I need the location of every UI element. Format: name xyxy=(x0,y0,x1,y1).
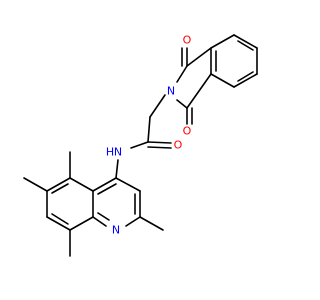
bond xyxy=(149,94,166,118)
bond xyxy=(237,71,254,82)
acetamide-linker xyxy=(115,94,172,179)
methyl-groups xyxy=(23,151,164,257)
bond xyxy=(51,183,69,194)
bond xyxy=(176,99,188,109)
bond xyxy=(186,73,212,109)
bond xyxy=(46,177,71,192)
bond xyxy=(147,116,151,143)
bond xyxy=(233,34,258,49)
nitrogen-atom-quinoline: N xyxy=(112,224,120,237)
bond xyxy=(139,216,164,231)
bond xyxy=(147,141,172,144)
bond xyxy=(92,216,107,227)
bond xyxy=(46,216,71,231)
quinoline-pyridine-ring xyxy=(92,177,141,227)
imide-carbonyls xyxy=(181,47,193,125)
bond xyxy=(69,177,94,192)
bond xyxy=(130,141,149,149)
bond xyxy=(147,146,172,149)
bond xyxy=(97,212,110,221)
bond xyxy=(176,65,188,83)
phthalimide-benzene-ring xyxy=(210,34,258,88)
bond xyxy=(92,177,117,192)
bond xyxy=(237,40,254,51)
bond xyxy=(97,183,117,195)
bond xyxy=(51,213,69,225)
oxygen-atom-top: O xyxy=(183,34,192,47)
hydrogen-atom-amide: H xyxy=(106,146,114,159)
imide-ring xyxy=(176,47,212,109)
nitrogen-atom-imide: N xyxy=(167,85,175,98)
bond xyxy=(115,177,141,192)
bond xyxy=(233,73,258,88)
oxygen-atom-bottom: O xyxy=(183,125,192,138)
quinoline-benzene-ring xyxy=(46,177,94,231)
bond xyxy=(210,34,235,49)
oxygen-atom-amide: O xyxy=(174,139,183,152)
bond xyxy=(210,73,235,88)
nitrogen-atom-amide: N xyxy=(114,146,122,159)
bond xyxy=(115,159,119,179)
molecule-structure-diagram: O O N O N H N xyxy=(23,34,258,257)
bond xyxy=(23,177,48,192)
bond xyxy=(125,216,141,227)
bond xyxy=(69,216,94,231)
bond xyxy=(186,47,212,67)
